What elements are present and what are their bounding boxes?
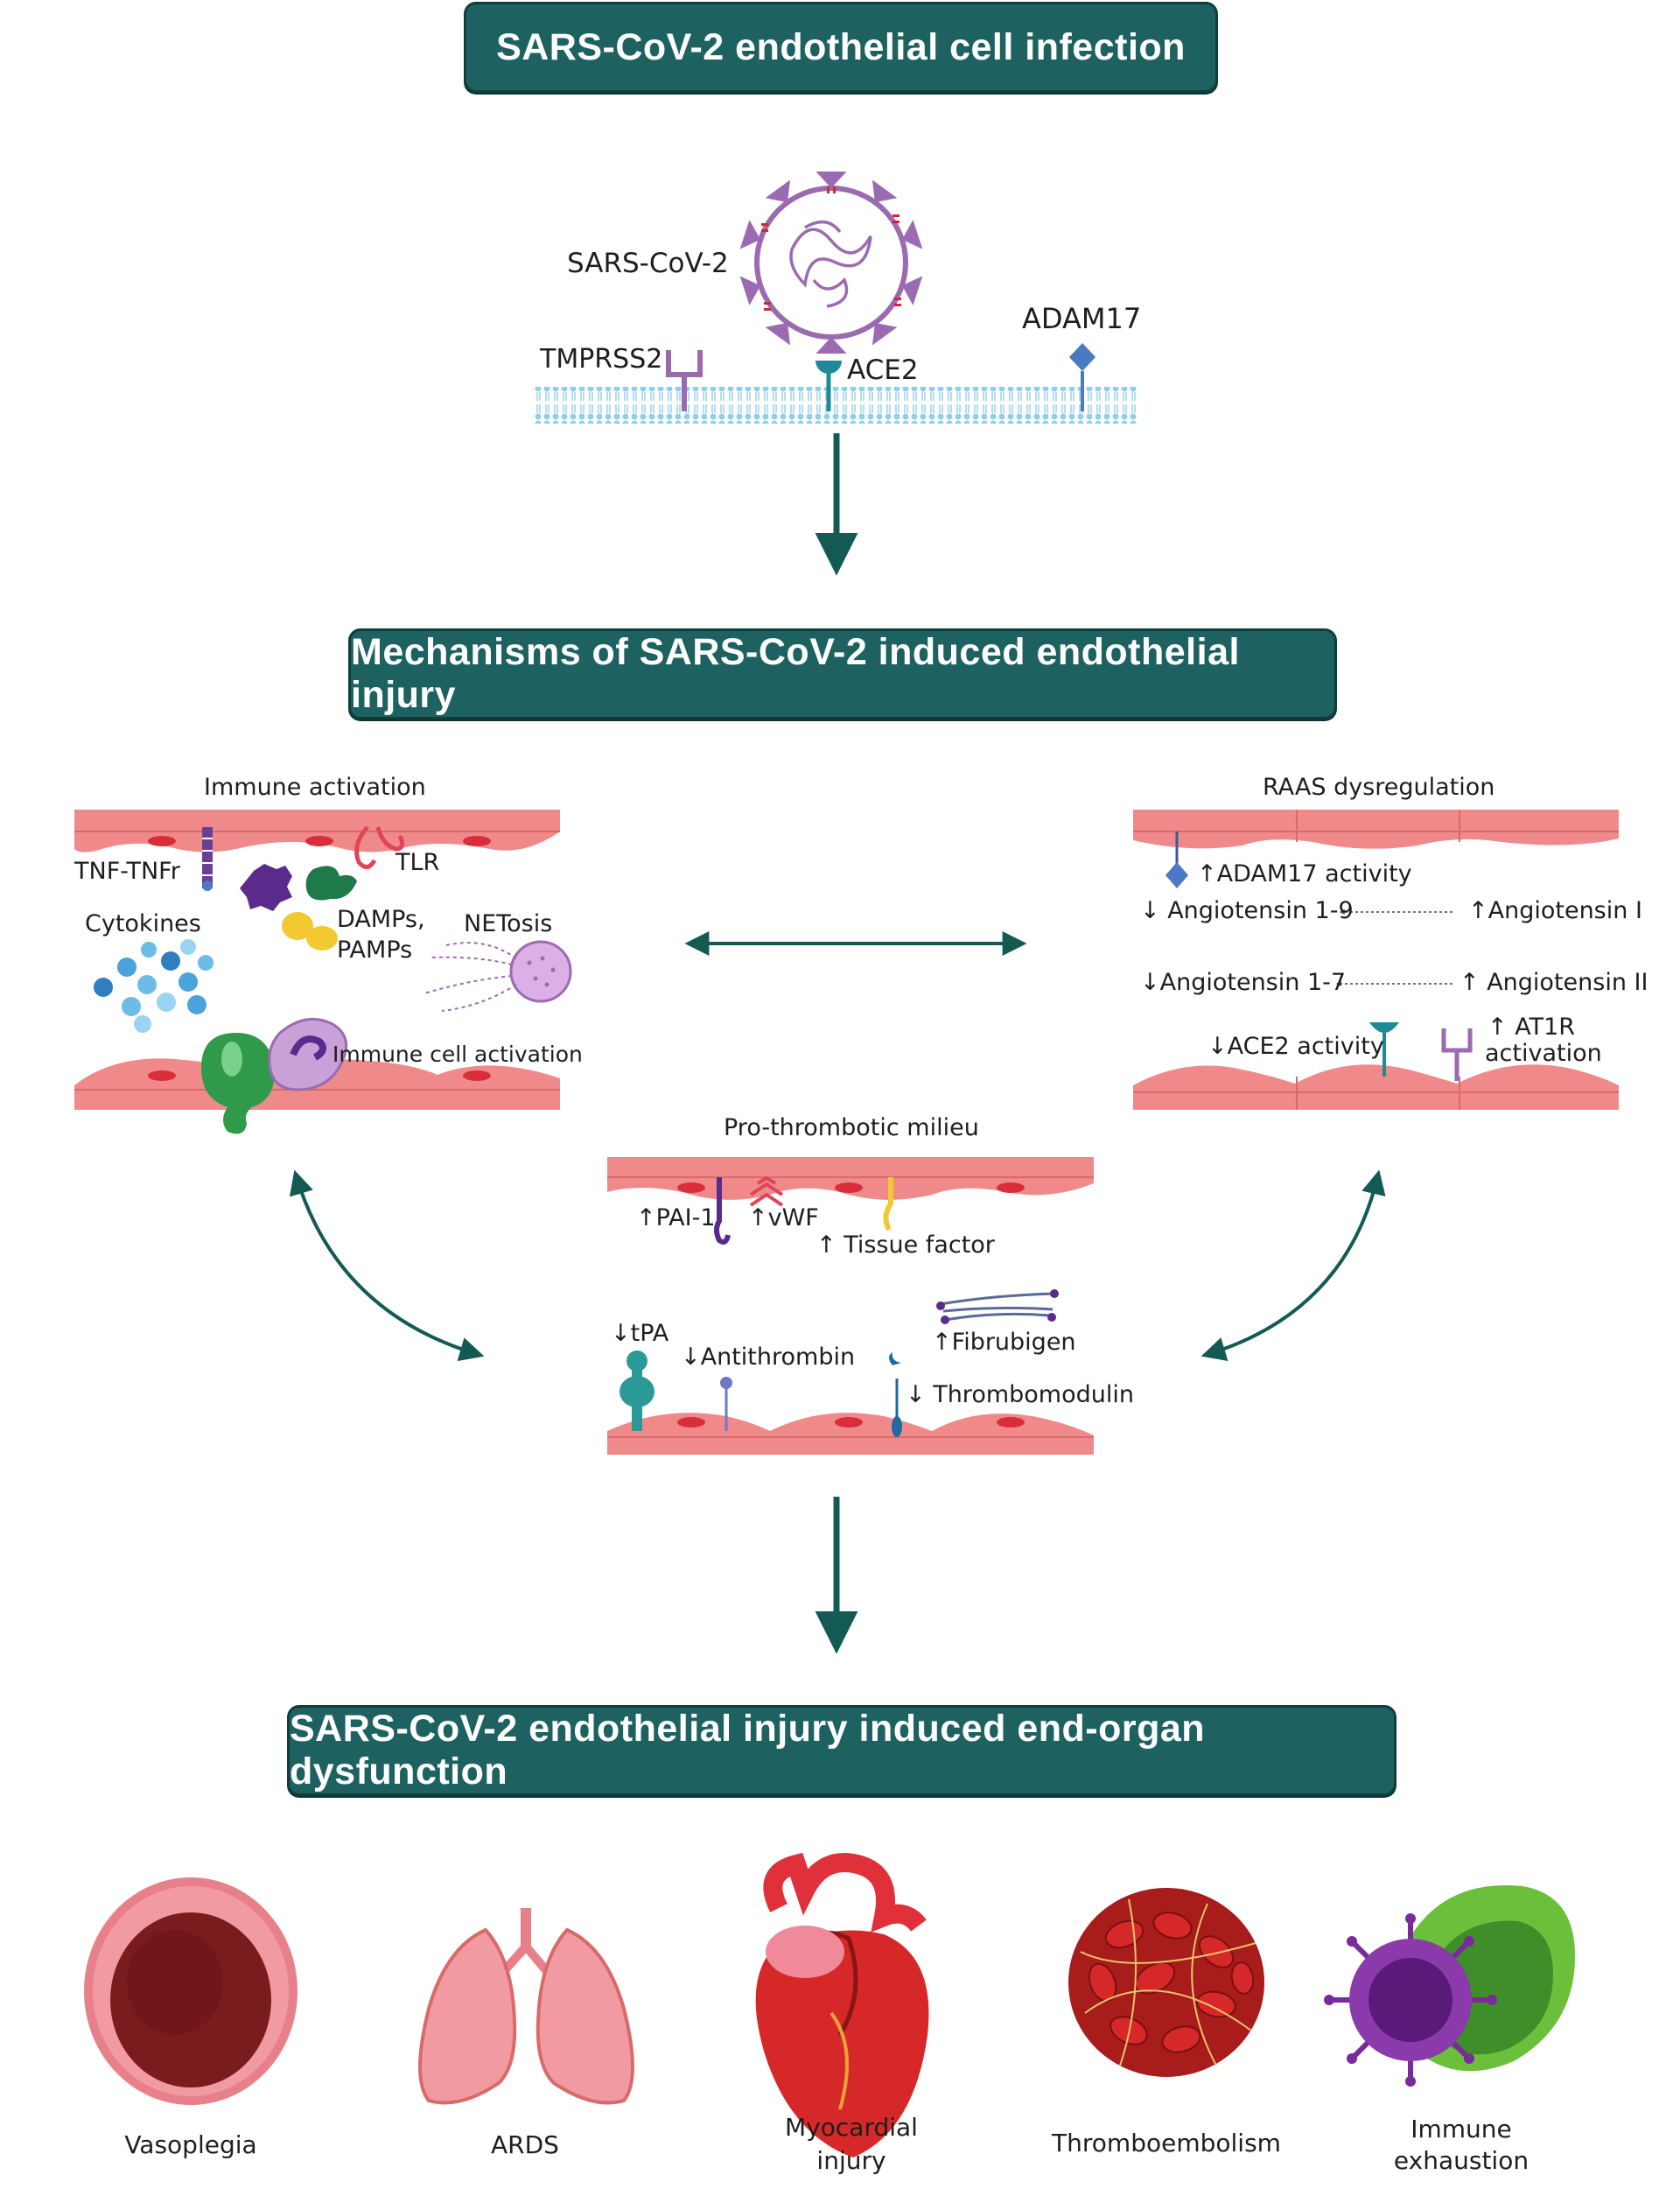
immune-cell-purple-icon xyxy=(268,1017,348,1091)
cytokines-label: Cytokines xyxy=(85,910,201,937)
tmprss2-label: TMPRSS2 xyxy=(540,344,663,375)
tpa-icon xyxy=(620,1351,654,1431)
damp-icon xyxy=(240,864,292,911)
damps-label: DAMPs, xyxy=(337,906,425,933)
vasoplegia-icon xyxy=(84,1877,298,2105)
immune-title: Immune activation xyxy=(204,774,426,801)
thrombomodulin-label: ↓ Thrombomodulin xyxy=(906,1381,1134,1408)
myocardial-injury-label: injury xyxy=(816,2146,886,2175)
angiotensin-1-7-label: ↓Angiotensin 1-7 xyxy=(1140,969,1347,996)
raas-title: RAAS dysregulation xyxy=(1263,774,1495,801)
virus-icon xyxy=(740,172,922,354)
raas-ace2-icon xyxy=(1369,1022,1399,1077)
tlr-label: TLR xyxy=(396,849,440,876)
ace2-label: ACE2 xyxy=(847,354,919,386)
tnf-receptor-icon xyxy=(202,827,213,891)
at1r-label: ↑ AT1R xyxy=(1488,1014,1576,1041)
netosis-icon xyxy=(424,940,572,1012)
tissue-factor-icon xyxy=(883,1177,893,1231)
adam17-activity-label: ↑ADAM17 activity xyxy=(1197,860,1412,888)
angiotensin-2-label: ↑ Angiotensin II xyxy=(1460,969,1648,996)
virus-label: SARS-CoV-2 xyxy=(567,248,729,279)
thrombus-icon xyxy=(1068,1888,1264,2077)
fibrinogen-label: ↑Fibrubigen xyxy=(932,1329,1076,1356)
immune-label: Immune xyxy=(1410,2115,1512,2143)
pamp-yellow-icon xyxy=(282,912,338,951)
myocardial-label: Myocardial xyxy=(785,2113,918,2142)
tissue-factor-label: ↑ Tissue factor xyxy=(816,1231,995,1259)
angiotensin-1-9-label: ↓ Angiotensin 1-9 xyxy=(1140,897,1354,924)
antithrombin-icon xyxy=(720,1377,732,1431)
thromboembolism-label: Thromboembolism xyxy=(1052,2129,1281,2157)
vasoplegia-label: Vasoplegia xyxy=(124,2130,257,2159)
ace2-activity-label: ↓ACE2 activity xyxy=(1208,1033,1384,1060)
immune-exhaustion-icon xyxy=(1324,1885,1575,2087)
pamp-icon xyxy=(305,866,357,901)
lungs-icon xyxy=(418,1908,634,2105)
antithrombin-label: ↓Antithrombin xyxy=(681,1344,856,1371)
pai1-label: ↑PAI-1 xyxy=(636,1204,716,1231)
fibrinogen-icon xyxy=(940,1292,1055,1322)
thrombotic-title: Pro-thrombotic milieu xyxy=(724,1114,979,1141)
tpa-label: ↓tPA xyxy=(611,1320,669,1347)
vwf-icon xyxy=(749,1175,784,1207)
vwf-label: ↑vWF xyxy=(748,1204,819,1231)
pamps-label: PAMPs xyxy=(337,937,413,964)
angiotensin-1-label: ↑Angiotensin I xyxy=(1468,897,1642,924)
netosis-label: NETosis xyxy=(464,910,553,937)
at1r-activation-label: activation xyxy=(1485,1040,1602,1067)
immune-exhaustion-label: exhaustion xyxy=(1393,2146,1530,2175)
tnf-label: TNF-TNFr xyxy=(74,858,180,885)
raas-panel-graphic xyxy=(1133,810,1619,1110)
immune-cell-green-icon xyxy=(201,1033,275,1134)
immune-panel-graphic xyxy=(74,810,572,1134)
immune-cell-activation-label: Immune cell activation xyxy=(332,1042,583,1067)
heart-icon xyxy=(755,1852,929,2157)
thrombotic-panel-graphic xyxy=(607,1157,1094,1455)
pai1-icon xyxy=(714,1177,731,1245)
arrow-immune-thrombotic xyxy=(289,1169,485,1362)
raas-adam17-icon xyxy=(1166,831,1188,888)
arrow-raas-thrombotic xyxy=(1200,1169,1386,1361)
banner-mechanisms: Mechanisms of SARS-CoV-2 induced endothe… xyxy=(348,628,1337,719)
thrombomodulin-icon xyxy=(889,1352,902,1437)
adam17-receptor-icon xyxy=(1069,343,1096,411)
raas-at1r-icon xyxy=(1441,1028,1473,1081)
cytokine-dots xyxy=(94,939,214,1033)
banner-infection: SARS-CoV-2 endothelial cell infection xyxy=(464,2,1218,93)
banner-dysfunction: SARS-CoV-2 endothelial injury induced en… xyxy=(287,1705,1396,1796)
adam17-label: ADAM17 xyxy=(1022,302,1142,335)
ards-label: ARDS xyxy=(491,2130,559,2159)
cell-membrane xyxy=(532,387,1138,424)
tmprss2-receptor-icon xyxy=(666,350,703,411)
ace2-receptor-icon xyxy=(816,361,842,411)
tlr-icon xyxy=(354,825,405,869)
